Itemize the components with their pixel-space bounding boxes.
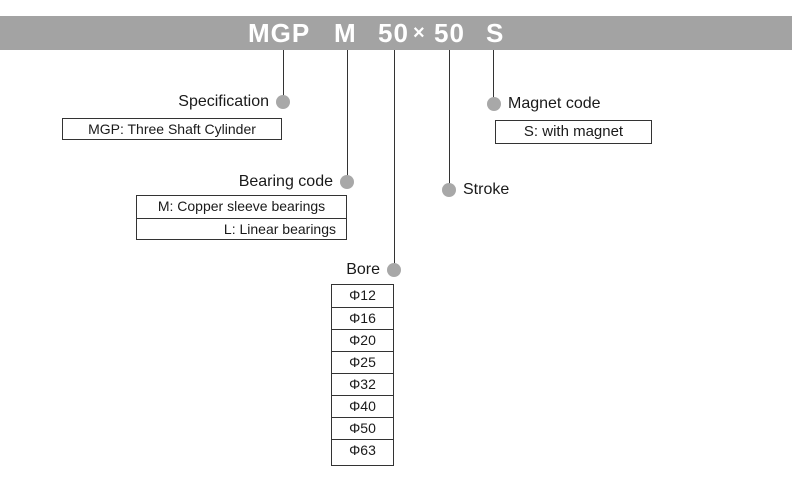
bearing-code-dot: [340, 175, 354, 189]
bearing-code-options: M: Copper sleeve bearings L: Linear bear…: [136, 195, 347, 240]
magnet-code-dot: [487, 97, 501, 111]
magnet-code-options: S: with magnet: [495, 120, 652, 144]
bore-connector: [394, 50, 395, 264]
specification-dot: [276, 95, 290, 109]
stroke-connector: [449, 50, 450, 184]
bearing-code-option: L: Linear bearings: [137, 218, 346, 240]
bore-label: Bore: [346, 261, 380, 278]
code-times: ×: [413, 22, 426, 44]
magnet-code-label: Magnet code: [508, 95, 601, 112]
bore-option: Φ63: [332, 439, 393, 461]
bore-option: Φ40: [332, 395, 393, 417]
bore-option: Φ12: [349, 287, 376, 303]
bore-option: Φ16: [332, 307, 393, 329]
bearing-code-connector: [347, 50, 348, 176]
magnet-code-connector: [493, 50, 494, 98]
magnet-code-option: S: with magnet: [523, 123, 624, 140]
code-bore: 50: [378, 18, 409, 48]
code-series: MGP: [248, 18, 311, 48]
code-stroke: 50: [434, 18, 465, 48]
bearing-code-option: M: Copper sleeve bearings: [157, 198, 326, 214]
bore-option: Φ32: [332, 373, 393, 395]
bore-option: Φ50: [332, 417, 393, 439]
code-magnet: S: [486, 18, 505, 48]
specification-connector: [283, 50, 284, 97]
specification-label: Specification: [178, 93, 269, 110]
specification-options: MGP: Three Shaft Cylinder: [62, 118, 282, 140]
bore-dot: [387, 263, 401, 277]
model-code-banner: [0, 16, 792, 50]
bore-options: Φ12 Φ16 Φ20 Φ25 Φ32 Φ40 Φ50 Φ63: [331, 284, 394, 466]
bore-option: Φ25: [332, 351, 393, 373]
stroke-dot: [442, 183, 456, 197]
specification-option: MGP: Three Shaft Cylinder: [88, 121, 256, 137]
stroke-label: Stroke: [463, 181, 510, 198]
bore-option: Φ20: [332, 329, 393, 351]
bearing-code-label: Bearing code: [238, 173, 333, 190]
code-bearing: M: [334, 18, 357, 48]
